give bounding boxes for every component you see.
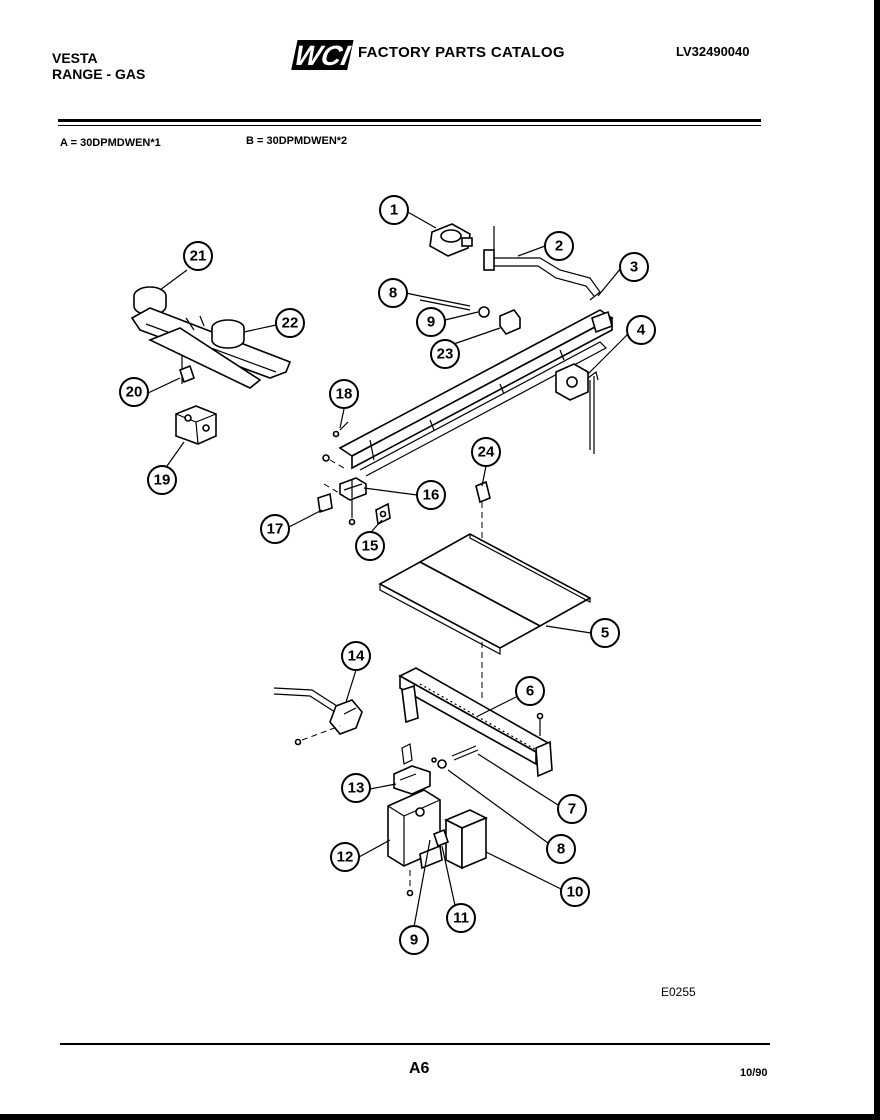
callout-20: 20 xyxy=(119,377,149,407)
part-igniter-assembly xyxy=(317,454,391,526)
svg-text:14: 14 xyxy=(348,648,365,665)
part-manifold-bracket xyxy=(338,309,614,477)
callout-15: 15 xyxy=(355,531,385,561)
part-burner-bracket xyxy=(175,405,217,445)
part-connector xyxy=(393,743,431,795)
callout-19: 19 xyxy=(147,465,177,495)
svg-text:8: 8 xyxy=(557,841,565,858)
svg-text:3: 3 xyxy=(630,259,638,276)
callout-18: 18 xyxy=(329,379,359,409)
svg-text:18: 18 xyxy=(336,386,353,403)
part-top-burners xyxy=(130,286,292,389)
svg-text:17: 17 xyxy=(267,521,284,538)
svg-text:9: 9 xyxy=(427,314,435,331)
logo-text: WCI xyxy=(292,39,354,71)
callout-13: 13 xyxy=(341,773,371,803)
part-mounting-plate xyxy=(387,789,443,897)
callout-5: 5 xyxy=(590,618,620,648)
model-b-label: B = 30DPMDWEN*2 xyxy=(246,135,348,147)
svg-text:9: 9 xyxy=(410,932,418,949)
svg-text:20: 20 xyxy=(126,384,143,401)
callout-9-bottom: 9 xyxy=(399,925,429,955)
callout-16: 16 xyxy=(416,480,446,510)
callout-6: 6 xyxy=(515,676,545,706)
callout-4: 4 xyxy=(626,315,656,345)
callout-21: 21 xyxy=(183,241,213,271)
part-oven-igniter xyxy=(273,687,363,746)
svg-text:1: 1 xyxy=(390,202,398,219)
svg-text:11: 11 xyxy=(453,910,469,927)
callout-23: 23 xyxy=(430,339,460,369)
callout-8-bottom: 8 xyxy=(546,834,576,864)
callout-8-top: 8 xyxy=(378,278,408,308)
callout-11: 11 xyxy=(446,903,476,933)
brand-block: VESTA RANGE - GAS xyxy=(52,50,145,82)
print-date: 10/90 xyxy=(740,1067,768,1079)
callout-7: 7 xyxy=(557,794,587,824)
model-a-label: A = 30DPMDWEN*1 xyxy=(60,137,161,149)
svg-text:15: 15 xyxy=(362,538,379,555)
svg-text:16: 16 xyxy=(423,487,440,504)
footer-rule xyxy=(60,1043,770,1045)
svg-text:8: 8 xyxy=(389,285,397,302)
callout-24: 24 xyxy=(471,437,501,467)
svg-text:21: 21 xyxy=(190,248,207,265)
callout-12: 12 xyxy=(330,842,360,872)
catalog-title: FACTORY PARTS CATALOG xyxy=(358,44,565,61)
diagram-code: E0255 xyxy=(661,985,696,999)
svg-text:12: 12 xyxy=(337,849,354,866)
svg-text:5: 5 xyxy=(601,625,609,642)
svg-text:6: 6 xyxy=(526,683,534,700)
callout-1: 1 xyxy=(379,195,409,225)
part-screw-20 xyxy=(179,356,195,384)
leader-lines xyxy=(147,210,629,928)
header-rule-thin xyxy=(58,125,761,126)
part-manifold-pipe xyxy=(483,226,601,301)
part-oven-burner xyxy=(398,667,553,778)
callout-3: 3 xyxy=(619,252,649,282)
page-number: A6 xyxy=(409,1060,430,1077)
part-orifice-top xyxy=(478,306,521,335)
svg-text:24: 24 xyxy=(478,444,495,461)
callout-22: 22 xyxy=(275,308,305,338)
header-rule xyxy=(58,119,761,122)
svg-text:7: 7 xyxy=(568,801,576,818)
part-valve xyxy=(555,363,599,454)
callout-17: 17 xyxy=(260,514,290,544)
callout-2: 2 xyxy=(544,231,574,261)
svg-text:4: 4 xyxy=(637,322,646,339)
part-orifice-rod-top xyxy=(419,295,471,311)
svg-text:13: 13 xyxy=(348,780,365,797)
svg-text:22: 22 xyxy=(282,315,299,332)
catalog-number: LV32490040 xyxy=(676,44,750,59)
product-type: RANGE - GAS xyxy=(52,66,146,82)
part-heat-shield xyxy=(378,533,592,655)
part-regulator xyxy=(429,223,473,257)
svg-text:19: 19 xyxy=(154,472,171,489)
callout-10: 10 xyxy=(560,877,590,907)
svg-text:23: 23 xyxy=(437,346,454,363)
brand-name: VESTA xyxy=(52,50,98,66)
part-screw-18 xyxy=(332,421,349,438)
part-small-orifice xyxy=(433,828,449,848)
wci-logo-icon: WCI xyxy=(291,39,354,71)
callout-9-top: 9 xyxy=(416,307,446,337)
callout-14: 14 xyxy=(341,641,371,671)
part-oven-orifice xyxy=(431,745,479,769)
part-safety-valve-box xyxy=(444,809,488,870)
svg-text:2: 2 xyxy=(555,238,563,255)
svg-text:10: 10 xyxy=(567,884,584,901)
